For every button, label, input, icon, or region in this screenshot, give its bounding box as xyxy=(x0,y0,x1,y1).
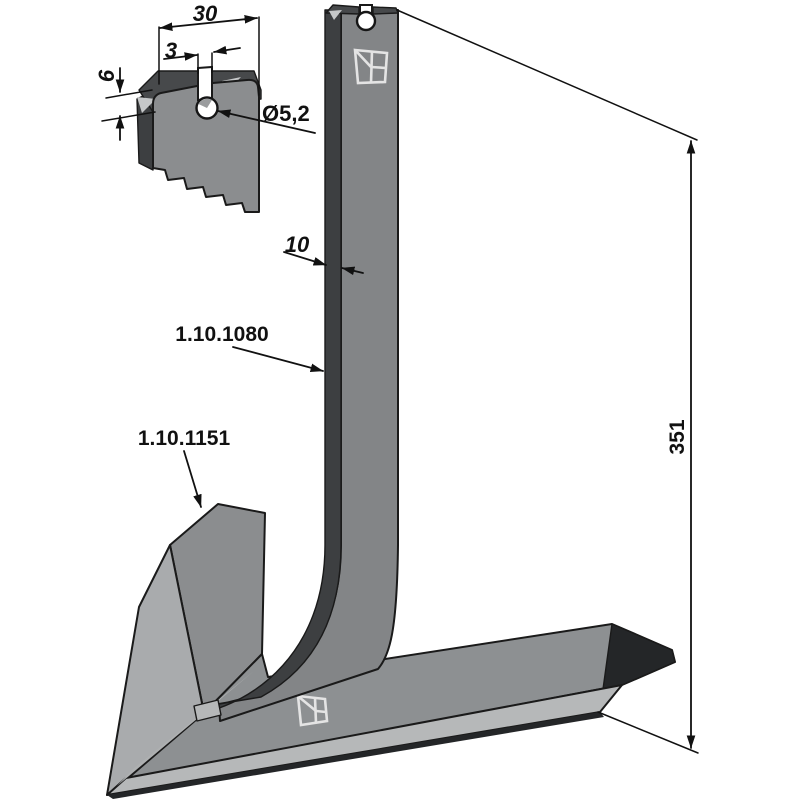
ext-line-351-top xyxy=(396,9,698,141)
detail-left-chamfer xyxy=(137,97,156,113)
dim-line-3-left xyxy=(163,52,198,61)
dim-text-step-height: 6 xyxy=(94,69,119,82)
detail-slot xyxy=(197,65,213,102)
shank-foot-end-face xyxy=(193,699,222,722)
dim-text-hole-diameter: Ø5,2 xyxy=(262,101,310,126)
ext-line-6-bottom xyxy=(101,111,156,122)
leader-line-hole-dia xyxy=(217,109,316,134)
shank-top-chamfer xyxy=(329,10,342,20)
shank-hole xyxy=(355,10,377,32)
dim-line-10-right xyxy=(341,266,364,276)
dim-line-10-left xyxy=(283,251,327,266)
sweep-share xyxy=(106,503,676,799)
sweep-bottom-edge xyxy=(107,712,604,799)
manufacturer-logo-sweep xyxy=(296,694,329,727)
dim-line-3-right xyxy=(213,45,241,55)
ext-line-6-top xyxy=(105,89,153,99)
detail-hole-shade xyxy=(198,98,212,108)
sweep-ridge-highlight xyxy=(117,671,254,786)
dim-text-width: 30 xyxy=(193,1,218,26)
manufacturer-logo-shank xyxy=(353,48,389,85)
dim-text-slot-width: 3 xyxy=(165,38,177,63)
dimensions: 30 3 6 Ø5,2 10 1.10.1080 1.10.1151 351 xyxy=(94,1,699,754)
dim-text-thickness: 10 xyxy=(285,232,310,257)
ext-line-351-bottom xyxy=(597,711,699,754)
shank xyxy=(193,4,399,722)
part-number-sweep: 1.10.1151 xyxy=(138,427,231,450)
leader-line-shank-part xyxy=(232,346,324,372)
shank-top-face-right xyxy=(372,6,399,15)
detail-front-face xyxy=(152,78,260,213)
dim-line-30 xyxy=(159,14,258,32)
leader-line-sweep-part xyxy=(183,450,202,508)
dim-text-overall-height: 351 xyxy=(666,419,689,454)
detail-view-shank-top xyxy=(136,65,262,213)
part-number-shank: 1.10.1080 xyxy=(175,323,268,346)
